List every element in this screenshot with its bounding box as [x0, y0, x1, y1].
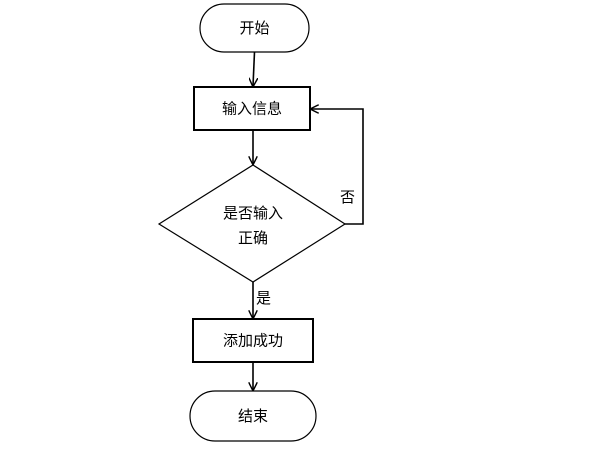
input-process-shape	[193, 86, 311, 131]
decision-diamond-shape	[157, 164, 347, 283]
decision-label-line1: 是否输入	[223, 204, 283, 222]
edge-decision-no-to-input	[311, 109, 364, 225]
start-node: 开始	[199, 3, 310, 53]
success-label: 添加成功	[223, 332, 283, 350]
success-node: 添加成功	[192, 318, 314, 363]
input-label: 输入信息	[222, 100, 282, 118]
success-process-shape	[192, 318, 314, 363]
end-terminator-shape	[189, 390, 317, 442]
end-node: 结束	[189, 390, 317, 442]
edge-label-yes: 是	[256, 289, 271, 307]
edge-start-to-input	[253, 51, 255, 86]
decision-node: 是否输入 正确	[157, 164, 347, 283]
end-label: 结束	[238, 407, 268, 425]
edge-label-no: 否	[340, 188, 355, 206]
decision-label-line2: 正确	[238, 229, 268, 247]
start-label: 开始	[239, 19, 269, 37]
input-node: 输入信息	[193, 86, 311, 131]
